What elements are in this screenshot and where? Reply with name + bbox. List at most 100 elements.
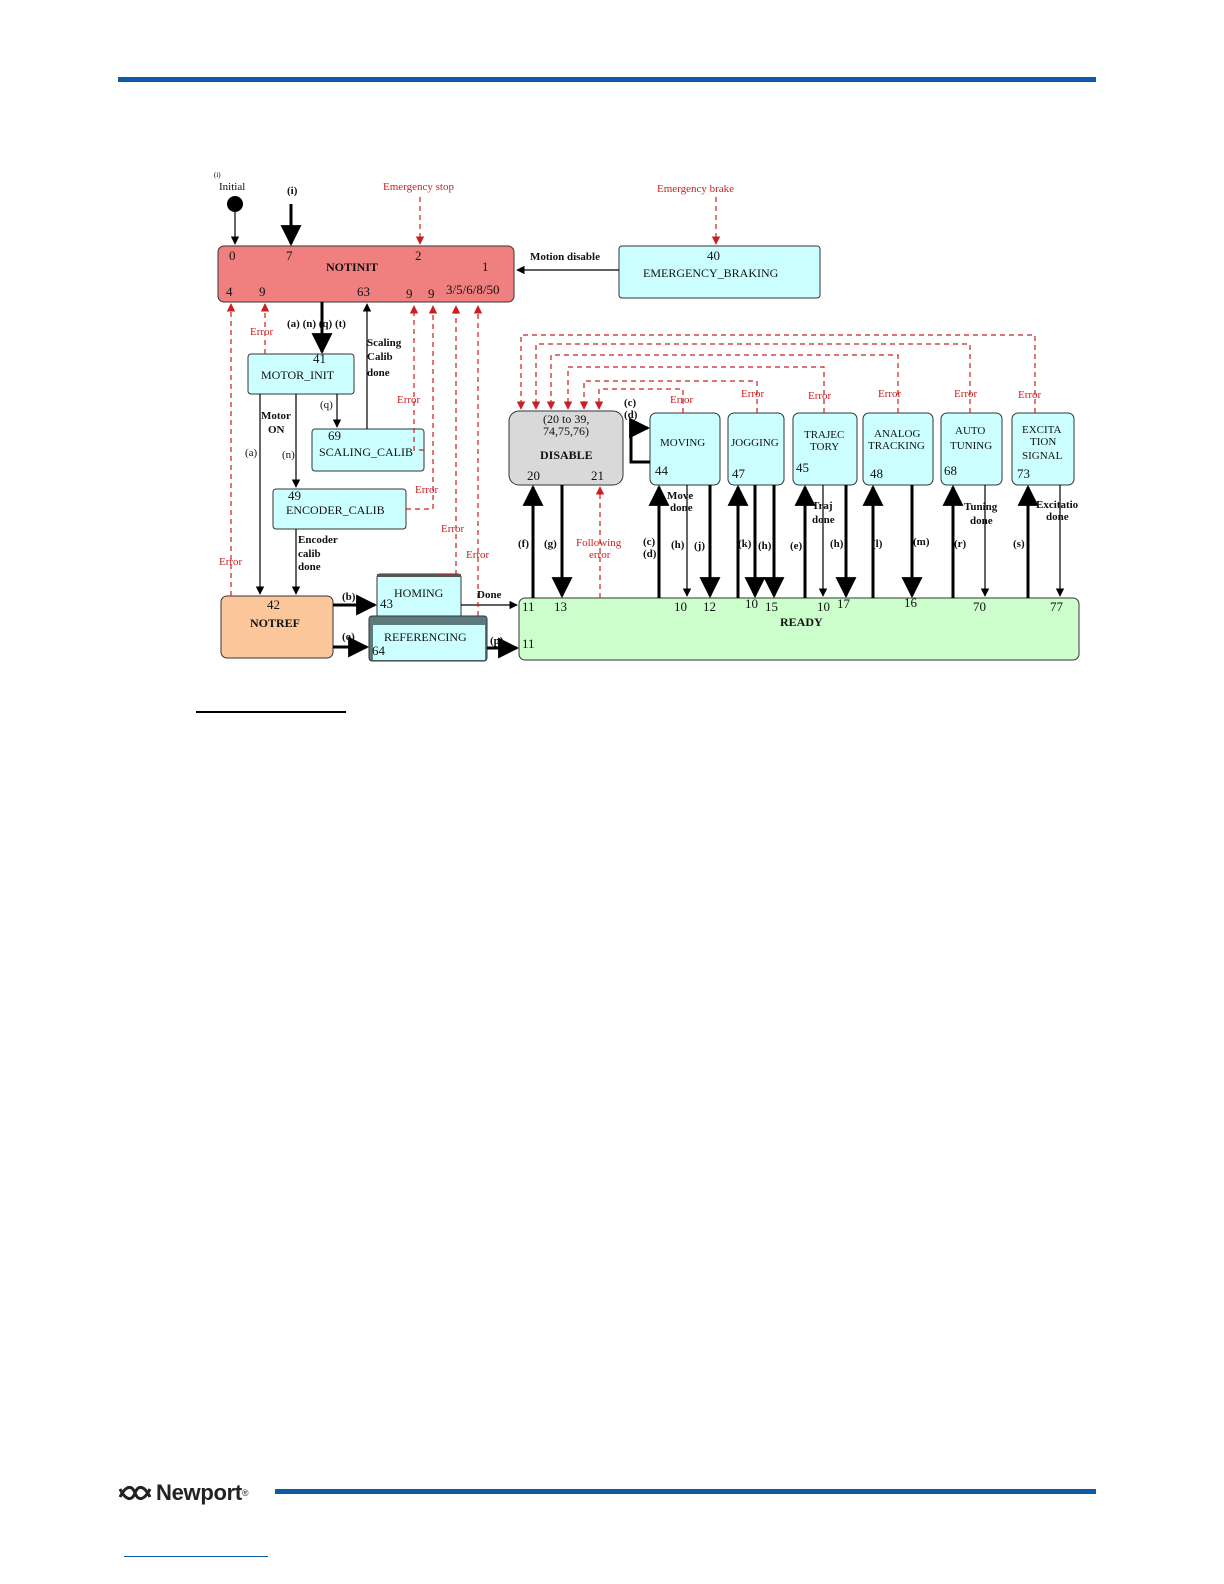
label-error-analog: Error [878,388,902,400]
jogging-num: 47 [732,466,746,481]
ready-17: 17 [837,596,851,611]
motor-init-label: MOTOR_INIT [261,368,335,382]
label-c-moving: (c) [643,536,656,548]
error-transitions [226,197,1036,616]
notinit-2: 2 [415,248,422,263]
disable-label: DISABLE [540,448,593,462]
label-m: (m) [913,536,930,548]
autotuning-num: 68 [944,463,957,478]
ready-10a: 10 [674,599,687,614]
ready-label: READY [780,615,823,629]
initial-label: Initial [219,181,245,193]
label-error-moving: Error [670,394,694,406]
notinit-0: 0 [229,248,236,263]
analog-label-1: ANALOG [874,428,920,440]
state-notref: 42 NOTREF [220,595,334,659]
label-encoder-1: Encoder [298,534,338,546]
brand-name: Newport [156,1480,242,1505]
label-following-1: Following [576,537,622,549]
label-motion-disable: Motion disable [530,251,600,263]
label-h-trajectory: (h) [830,538,844,550]
state-diagram: NOTINIT 0 7 2 1 4 9 63 9 9 3/5/6/8/50 40… [214,171,1080,662]
label-scaling-1: Scaling [367,337,402,349]
label-motor-on-1: Motor [261,410,291,422]
trajectory-num: 45 [796,460,809,475]
notinit-3-5-6-8-50: 3/5/6/8/50 [446,282,499,297]
notinit-9c: 9 [428,286,435,301]
emergency-label: EMERGENCY_BRAKING [643,266,779,280]
disable-range2: 74,75,76) [543,424,589,438]
label-anqt: (a) (n) (q) (t) [287,318,346,330]
label-error-jogging: Error [741,388,765,400]
state-homing: 43 HOMING [376,573,462,619]
label-n: (n) [282,449,295,461]
label-error-excitation: Error [1018,389,1042,401]
ready-15: 15 [765,599,778,614]
encoder-num: 49 [288,488,301,503]
jogging-label: JOGGING [731,437,779,449]
ready-77: 77 [1050,599,1064,614]
referencing-num: 64 [372,643,386,658]
label-motor-on-2: ON [268,424,285,436]
label-tuning-done-2: done [970,515,993,527]
label-traj-done-2: done [812,514,835,526]
state-encoder-calib: 49 ENCODER_CALIB [272,488,407,530]
footer-rule [275,1489,1096,1494]
newport-swoosh-icon [118,1486,152,1500]
label-excitation-done-2: done [1046,511,1069,523]
label-excitation-done-1: Excitatio [1036,499,1079,511]
initial-mark: (i) [214,171,221,179]
label-a: (a) [245,447,258,459]
footer-link-underline [124,1556,268,1557]
header-rule [118,77,1096,82]
label-d-top: (d) [624,409,638,421]
ready-70: 70 [973,599,986,614]
homing-label: HOMING [394,586,444,600]
notinit-9a: 9 [259,284,266,299]
label-scaling-2: Calib [367,351,393,363]
state-excitation-signal: EXCITA TION SIGNAL 73 [1011,412,1075,486]
autotuning-label-1: AUTO [955,425,985,437]
label-h-jogging: (h) [758,540,772,552]
label-error-notref: Error [219,556,243,568]
label-emergency-stop: Emergency stop [383,181,454,193]
label-done: Done [477,589,502,601]
trajectory-label-1: TRAJEC [804,429,844,441]
label-error-scaling: Error [397,394,421,406]
autotuning-label-2: TUNING [950,440,992,452]
scaling-num: 69 [328,428,341,443]
label-g: (g) [544,538,557,550]
state-motor-init: 41 MOTOR_INIT [247,351,355,395]
label-l: (l) [872,538,883,550]
encoder-label: ENCODER_CALIB [286,503,385,517]
state-auto-tuning: AUTO TUNING 68 [940,412,1003,486]
label-i: (i) [287,185,298,197]
ready-10c: 10 [817,599,830,614]
disable-21: 21 [591,468,604,483]
label-encoder-3: done [298,561,321,573]
notinit-label: NOTINIT [326,260,378,274]
label-h-moving: (h) [671,539,685,551]
state-disable: (20 to 39, 74,75,76) DISABLE 20 21 [508,410,624,486]
notinit-4: 4 [226,284,233,299]
state-emergency-braking: 40 EMERGENCY_BRAKING [618,245,821,299]
ready-12: 12 [703,599,716,614]
excitation-num: 73 [1017,466,1030,481]
label-error-encoder: Error [415,484,439,496]
ready-11a: 11 [522,599,535,614]
label-s: (s) [1013,538,1025,550]
state-moving: MOVING 44 [649,412,721,486]
initial-state: Initial (i) [214,171,245,245]
state-scaling-calib: 69 SCALING_CALIB [311,428,425,472]
label-following-2: error [589,549,611,561]
disable-range1: (20 to 39, [543,412,589,426]
label-q: (q) [320,399,333,411]
analog-label-2: TRACKING [868,440,925,452]
label-traj-done-1: Traj [812,500,833,512]
label-j: (j) [694,540,705,552]
excitation-label-2: TION [1030,436,1056,448]
referencing-label: REFERENCING [384,630,467,644]
label-d-moving: (d) [643,548,657,560]
label-b: (b) [342,591,356,603]
trajectory-label-2: TORY [810,441,839,453]
